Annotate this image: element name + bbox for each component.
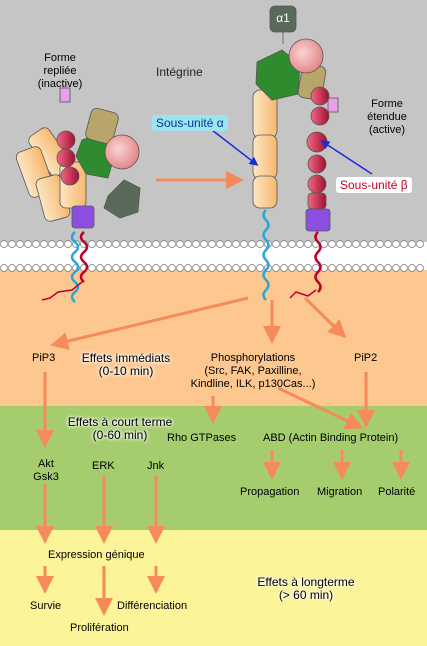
cytoplasm-band — [0, 270, 427, 406]
pip3-label: PiP3 — [32, 352, 56, 364]
gene-expression-label: Expression génique — [48, 549, 145, 561]
integrin-folded — [15, 87, 141, 229]
long-term-band — [0, 530, 427, 646]
jnk-label: Jnk — [147, 460, 165, 472]
folded-form-label: Forme repliée (inactive) — [37, 52, 83, 90]
folded-beta-helix — [79, 231, 89, 283]
abd-label: ABD (Actin Binding Protein) — [263, 432, 399, 444]
immediate-effects-label: Effets immédiats (0-10 min) — [81, 351, 171, 378]
alpha-subunit-label: Sous-unité α — [152, 115, 228, 131]
short-term-effects-label: Effets à court terme (0-60 min) — [67, 415, 173, 442]
integrin-extended — [252, 5, 339, 232]
erk-label: ERK — [92, 460, 115, 472]
rho-gtpases-label: Rho GTPases — [167, 432, 237, 444]
pip2-label: PiP2 — [354, 352, 378, 364]
polarity-label: Polarité — [378, 486, 416, 498]
folded-alpha-helix — [70, 231, 80, 303]
signal-arrows — [36, 296, 410, 616]
proliferation-label: Prolifération — [70, 622, 129, 634]
propagation-label: Propagation — [240, 486, 300, 498]
survival-label: Survie — [30, 600, 62, 612]
differentiation-label: Différenciation — [117, 600, 188, 612]
extended-alpha-helix — [262, 209, 270, 301]
membrane-bilayer — [0, 240, 427, 272]
beta-subunit-label: Sous-unité β — [336, 177, 412, 193]
extended-form-label: Forme étendue (active) — [367, 98, 407, 136]
akt-gsk3-label: Akt Gsk3 — [33, 458, 59, 483]
migration-label: Migration — [317, 486, 363, 498]
long-term-effects-label: Effets à longterme (> 60 min) — [257, 575, 355, 602]
alpha1-label: α1 — [276, 11, 290, 25]
integrin-label: Intégrine — [156, 65, 203, 79]
phosphorylations-label: Phosphorylations (Src, FAK, Paxilline, K… — [190, 352, 316, 390]
extended-beta-helix — [314, 231, 322, 293]
